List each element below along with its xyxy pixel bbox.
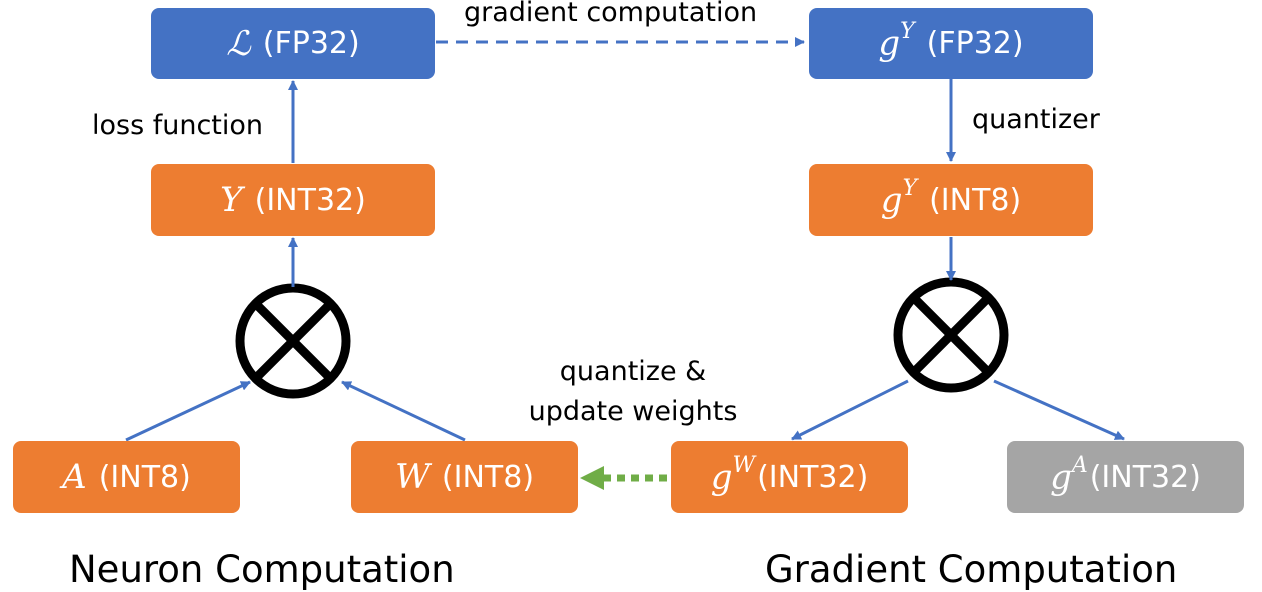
loss-type-label: (FP32)	[262, 26, 360, 61]
a-node: A (INT8)	[13, 441, 240, 513]
quantizer-label: quantizer	[972, 104, 1100, 135]
w-type-label: (INT8)	[441, 459, 535, 495]
multiply-operator-left	[235, 283, 351, 399]
w-symbol: W	[394, 457, 430, 497]
a-to-multiply-arrow	[125, 380, 251, 442]
a-type-label: (INT8)	[98, 459, 191, 495]
quantize-update-line1: quantize &	[559, 356, 707, 387]
a-symbol: A	[62, 457, 87, 497]
gradient-y-fp32-node: gY (FP32)	[809, 8, 1093, 79]
y-node: Y (INT32)	[151, 164, 435, 236]
weight-update-arrowhead	[580, 466, 604, 490]
quantize-update-line2: update weights	[528, 396, 738, 427]
quantize-update-label: quantize & update weights	[518, 352, 748, 432]
w-to-multiply-arrow	[341, 380, 466, 442]
loss-node: ℒ (FP32)	[151, 8, 435, 79]
multiply-to-gw-arrow	[791, 379, 909, 441]
gradient-w-node: gW (INT32)	[671, 441, 908, 513]
neuron-computation-caption: Neuron Computation	[69, 548, 455, 591]
gradient-y-int8-type-label: (INT8)	[929, 182, 1022, 218]
gradient-a-type-label: (INT32)	[1089, 459, 1201, 495]
multiply-operator-right	[893, 277, 1009, 393]
gradient-a-node: gA (INT32)	[1007, 441, 1244, 513]
gradient-y-int8-symbol: gY	[880, 175, 918, 221]
loss-symbol: ℒ	[226, 23, 251, 64]
gradient-w-type-label: (INT32)	[757, 459, 869, 495]
gradient-computation-caption: Gradient Computation	[765, 548, 1178, 591]
w-node: W (INT8)	[351, 441, 578, 513]
gradient-computation-label: gradient computation	[464, 0, 758, 28]
gradient-a-symbol: gA	[1050, 452, 1088, 498]
multiply-to-ga-arrow	[993, 379, 1125, 441]
y-symbol: Y	[220, 180, 243, 220]
gradient-y-fp32-type-label: (FP32)	[926, 26, 1024, 61]
gradient-y-int8-node: gY (INT8)	[809, 164, 1093, 236]
y-type-label: (INT32)	[254, 182, 366, 218]
loss-function-label: loss function	[92, 110, 264, 141]
gradient-y-fp32-symbol: gY	[878, 19, 915, 64]
gradient-w-symbol: gW	[710, 452, 756, 498]
